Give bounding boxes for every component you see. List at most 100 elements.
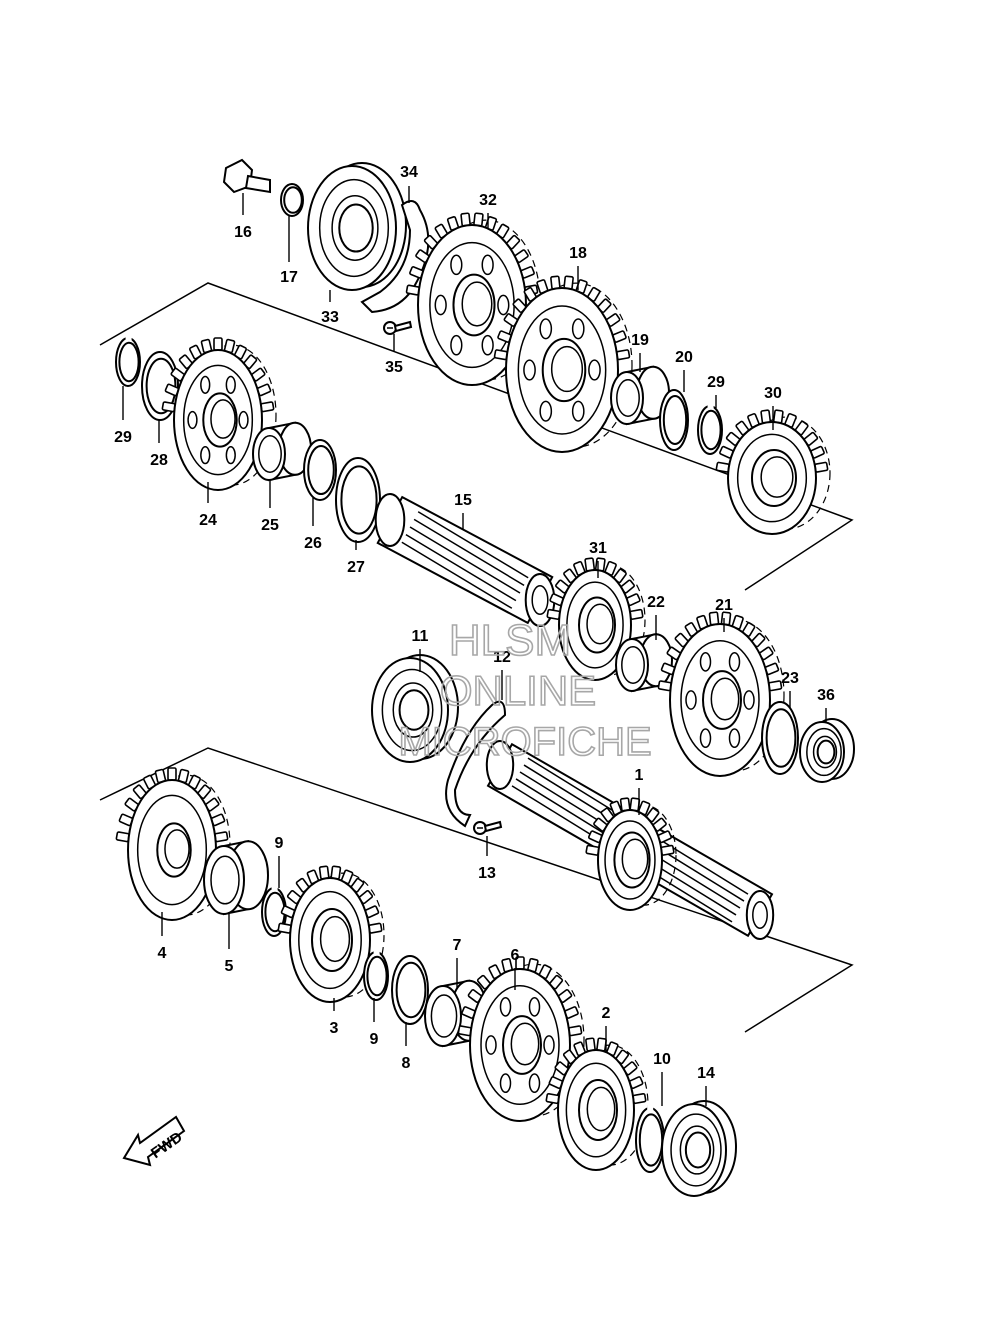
callout-27: 27 xyxy=(347,540,365,576)
callout-12: 12 xyxy=(493,649,511,700)
callout-20: 20 xyxy=(675,349,693,392)
callout-35: 35 xyxy=(385,334,403,376)
callout-number: 24 xyxy=(199,512,217,529)
callout-number: 21 xyxy=(715,597,733,614)
callout-number: 29 xyxy=(114,429,132,446)
callout-number: 16 xyxy=(234,224,252,241)
watermark-line-1: HLSM xyxy=(449,616,571,665)
callout-5: 5 xyxy=(225,912,234,975)
callout-2: 2 xyxy=(602,1005,611,1052)
callout-number: 17 xyxy=(280,269,298,286)
callout-number: 34 xyxy=(400,164,418,181)
callout-21: 21 xyxy=(715,597,733,632)
washer-17 xyxy=(280,183,304,217)
callout-number: 31 xyxy=(589,540,607,557)
watermark-line-2: ONLINE xyxy=(440,667,596,714)
screw-13 xyxy=(473,820,503,835)
callout-18: 18 xyxy=(569,245,587,290)
callout-number: 10 xyxy=(653,1051,671,1068)
callout-33: 33 xyxy=(321,290,339,326)
washer-20 xyxy=(659,389,689,451)
callout-number: 11 xyxy=(412,628,429,645)
bearing-33 xyxy=(307,162,407,291)
callout-8: 8 xyxy=(402,1022,411,1072)
forward-direction-arrow-icon: FWD xyxy=(122,1115,186,1167)
bushing-25 xyxy=(252,421,312,482)
callout-9: 9 xyxy=(370,998,379,1048)
callout-number: 14 xyxy=(697,1065,715,1082)
callout-number: 36 xyxy=(817,687,835,704)
circlip-9b xyxy=(363,949,389,1001)
callout-4: 4 xyxy=(158,912,167,962)
washer-27 xyxy=(335,457,381,543)
callout-24: 24 xyxy=(199,482,217,529)
bushing-22 xyxy=(615,632,673,693)
callout-number: 22 xyxy=(647,594,665,611)
callout-number: 27 xyxy=(347,559,365,576)
screw-35 xyxy=(383,320,413,335)
callout-number: 5 xyxy=(225,958,234,975)
callout-36: 36 xyxy=(817,687,835,722)
gear-24 xyxy=(161,337,277,491)
gear-32 xyxy=(405,212,541,386)
callout-number: 18 xyxy=(569,245,587,262)
callout-34: 34 xyxy=(400,164,418,203)
callout-6: 6 xyxy=(511,947,520,990)
gear-21 xyxy=(657,611,785,777)
callout-number: 13 xyxy=(478,865,496,882)
callout-3: 3 xyxy=(330,998,339,1037)
callout-number: 12 xyxy=(493,649,511,666)
circlip-29b xyxy=(115,335,141,387)
callout-number: 20 xyxy=(675,349,693,366)
callout-26: 26 xyxy=(304,498,322,552)
gear-6 xyxy=(457,956,585,1122)
watermark-line-3: MICROFICHE xyxy=(398,720,651,764)
bearing-36 xyxy=(799,718,855,783)
gear-2 xyxy=(545,1037,649,1171)
callout-14: 14 xyxy=(697,1065,715,1106)
callout-number: 9 xyxy=(275,835,284,852)
callout-25: 25 xyxy=(261,480,279,534)
callout-23: 23 xyxy=(781,670,799,708)
circlip-10 xyxy=(635,1105,665,1173)
callout-number: 32 xyxy=(479,192,497,209)
callout-number: 33 xyxy=(321,309,339,326)
callout-9: 9 xyxy=(275,835,284,888)
callout-29: 29 xyxy=(707,374,725,408)
lockwasher-26 xyxy=(303,439,337,501)
callout-number: 15 xyxy=(454,492,472,509)
callout-number: 7 xyxy=(453,937,462,954)
bearing-retainer-12 xyxy=(445,700,507,828)
callout-15: 15 xyxy=(454,492,472,530)
callout-1: 1 xyxy=(635,767,644,815)
callout-11: 11 xyxy=(412,628,429,672)
callout-number: 29 xyxy=(707,374,725,391)
driveshaft-group-outline xyxy=(99,747,854,1033)
gear-31 xyxy=(546,557,646,681)
bearing-14 xyxy=(661,1100,737,1197)
callout-number: 6 xyxy=(511,947,520,964)
callout-number: 35 xyxy=(385,359,403,376)
callout-17: 17 xyxy=(280,216,298,286)
callout-7: 7 xyxy=(453,937,462,988)
callout-19: 19 xyxy=(631,332,649,372)
callout-number: 2 xyxy=(602,1005,611,1022)
gear-18 xyxy=(493,275,633,453)
callout-22: 22 xyxy=(647,594,665,640)
callout-30: 30 xyxy=(764,385,782,430)
callout-number: 28 xyxy=(150,452,168,469)
callout-16: 16 xyxy=(234,193,252,241)
gear-1-drive xyxy=(585,797,677,911)
washer-23 xyxy=(761,701,799,775)
callout-32: 32 xyxy=(479,192,497,228)
callout-number: 8 xyxy=(402,1055,411,1072)
callout-29: 29 xyxy=(114,386,132,446)
callout-number: 26 xyxy=(304,535,322,552)
callout-number: 25 xyxy=(261,517,279,534)
gear-3 xyxy=(277,865,385,1003)
callout-number: 9 xyxy=(370,1031,379,1048)
bearing-11 xyxy=(371,654,459,763)
bushing-19 xyxy=(610,365,670,426)
bushing-5 xyxy=(203,839,269,916)
bolt-16 xyxy=(222,158,271,194)
